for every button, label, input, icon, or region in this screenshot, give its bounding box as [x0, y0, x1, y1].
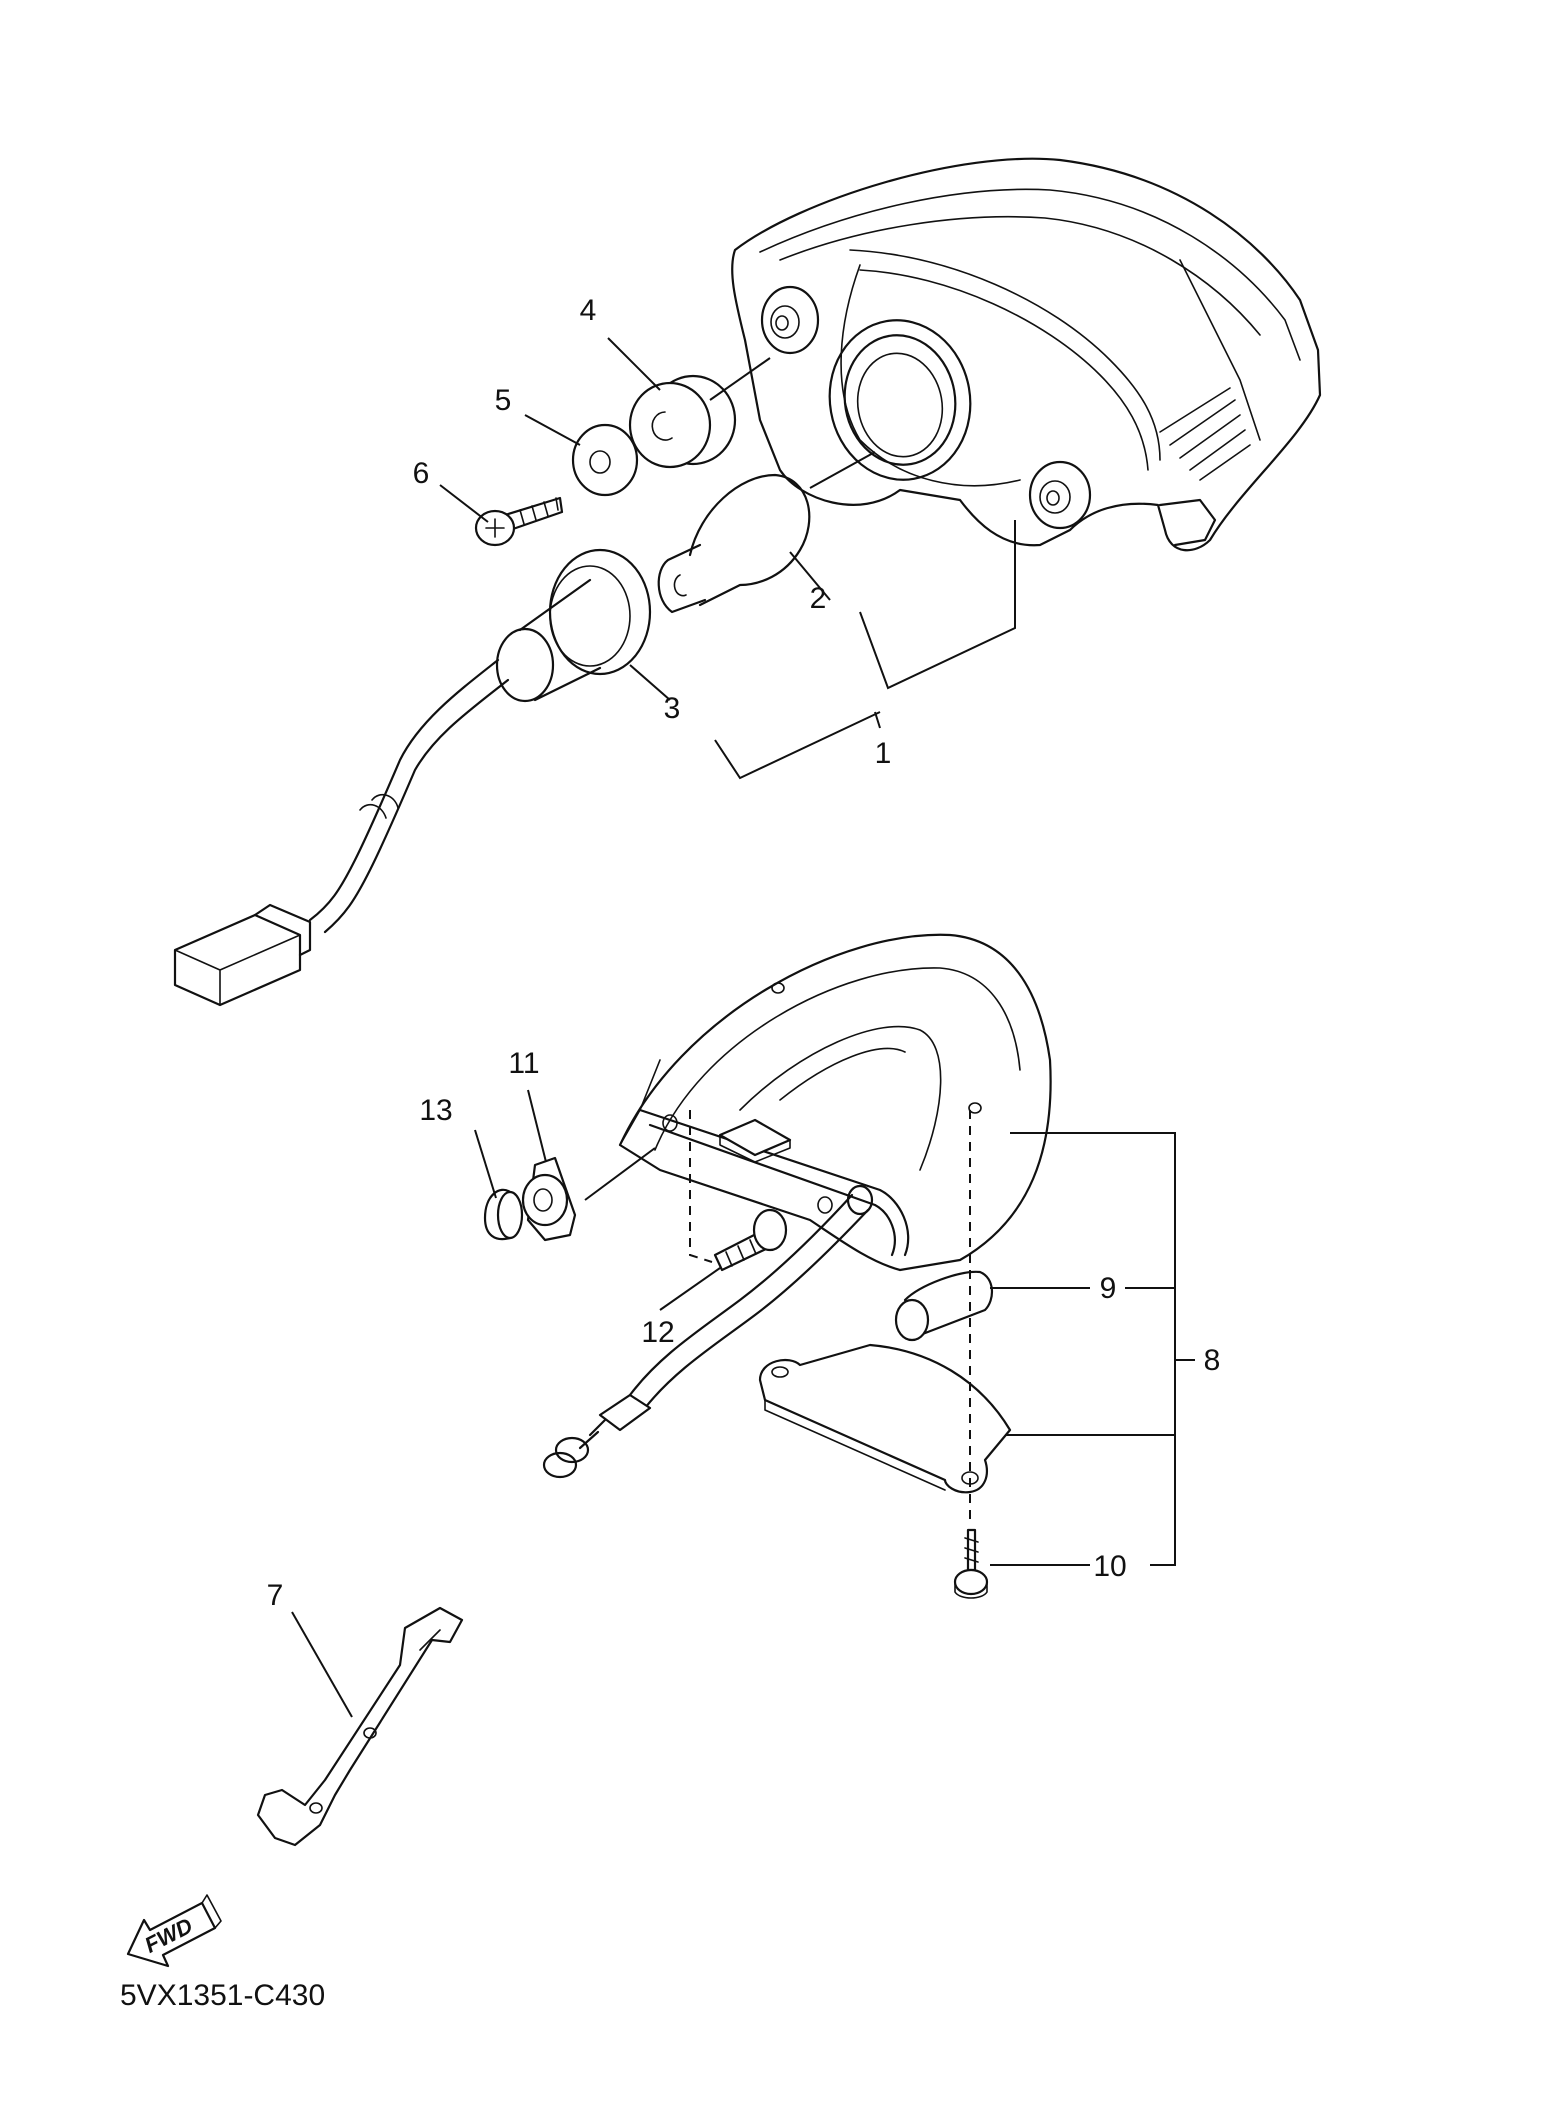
- callout-9[interactable]: 9: [1100, 1272, 1117, 1305]
- lens-plate: [758, 1343, 1012, 1494]
- washer-part-5: [571, 423, 639, 497]
- callouts: 1 2 3 4 5 6 7 8 9 10 11 12 13: [267, 294, 1221, 1612]
- callout-11[interactable]: 11: [508, 1047, 539, 1080]
- clip-nut-part-11: [521, 1156, 577, 1242]
- callout-5[interactable]: 5: [495, 384, 512, 417]
- callout-1[interactable]: 1: [875, 737, 892, 770]
- callout-4[interactable]: 4: [580, 294, 597, 327]
- bracket-part-7: [256, 1606, 464, 1847]
- callout-3[interactable]: 3: [664, 692, 681, 725]
- callout-12[interactable]: 12: [641, 1316, 674, 1349]
- tail-light-housing: [731, 157, 1322, 552]
- bulb-part-2: [657, 473, 811, 614]
- grommet-part-4: [628, 374, 737, 469]
- bulb-part-9: [894, 1270, 993, 1342]
- callout-2[interactable]: 2: [810, 582, 827, 615]
- license-light-housing: [542, 933, 1052, 1479]
- callout-7[interactable]: 7: [267, 1579, 284, 1612]
- middle-leader-lines: [474, 1089, 1195, 1566]
- screw-part-12: [713, 1208, 788, 1272]
- callout-13[interactable]: 13: [419, 1094, 452, 1127]
- diagram-code: 5VX1351-C430: [120, 1979, 325, 2012]
- callout-6[interactable]: 6: [413, 457, 430, 490]
- callout-10[interactable]: 10: [1093, 1550, 1126, 1583]
- cap-nut-part-13: [483, 1188, 524, 1241]
- callout-8[interactable]: 8: [1204, 1344, 1221, 1377]
- socket-part-3: [173, 548, 652, 1007]
- forward-direction-arrow: [126, 1894, 222, 1968]
- screw-part-10: [953, 1528, 989, 1599]
- screw-part-6: [474, 496, 564, 547]
- top-leader-lines: [439, 337, 1016, 780]
